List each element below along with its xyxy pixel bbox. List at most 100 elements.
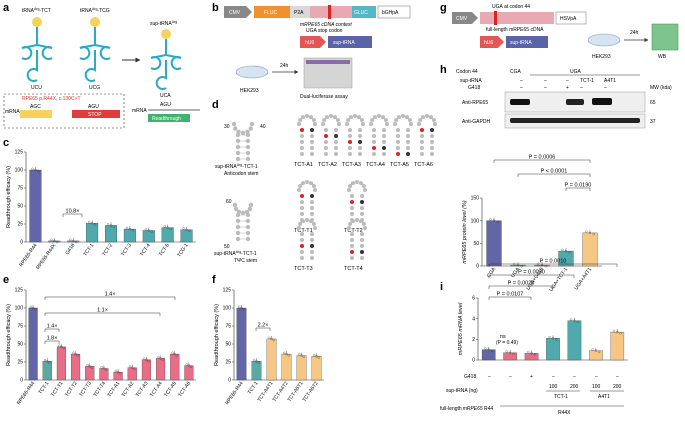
x-tick-label-e: TCT-A5: [163, 381, 178, 399]
variant-tct-a3: TCT-A3: [342, 114, 365, 168]
variant-tct-t1: TCT-T1: [294, 180, 317, 234]
nucleotide: [431, 118, 436, 122]
sup-codon: AGU: [160, 102, 171, 108]
variant-tct-a4: TCT-A4: [366, 114, 389, 168]
bar-f: [251, 361, 262, 381]
x-tick-label-e: TCT-A3: [135, 381, 150, 399]
nucleotide: [406, 146, 410, 150]
x-tick-label-e: TCT-T1: [50, 381, 65, 399]
nucleotide: [373, 115, 377, 120]
nucleotide: [430, 134, 434, 138]
i-g418-value: –: [488, 374, 491, 380]
hsvpa-box: [555, 11, 587, 25]
x-tick-label-e: TCT-A2: [121, 381, 136, 399]
data-point-e: [34, 308, 37, 311]
data-point-f: [268, 336, 271, 339]
variant-label: TCT-A1: [294, 162, 313, 168]
data-point-c: [69, 238, 72, 241]
nucleotide: [301, 219, 305, 224]
bar-c: [180, 229, 193, 243]
nucleotide: [394, 118, 399, 122]
nucleotide: [420, 134, 424, 138]
x-tick-label-h: UGA+A4T1: [573, 267, 593, 292]
nucleotide: [245, 138, 251, 144]
nucleotide: [355, 218, 359, 222]
data-point-c: [93, 223, 97, 226]
mutation-site: [372, 146, 376, 150]
x-tick-label-c: TCT-3: [120, 243, 133, 258]
ns-label: ns: [500, 334, 506, 340]
nucleotide: [235, 144, 241, 150]
x-tick-label-e: TCT-A4: [149, 381, 164, 399]
codon-mut: AGU: [88, 104, 99, 110]
nucleotide: [382, 152, 386, 156]
num-50: 50: [224, 244, 230, 250]
data-point-c: [106, 223, 110, 226]
nucleotide: [235, 218, 241, 224]
data-point-c: [50, 238, 53, 241]
num-60: 60: [226, 199, 232, 205]
nucleotide: [360, 206, 364, 210]
uga-codon-label: UGA at codon 44: [492, 4, 530, 10]
data-point-e: [114, 369, 118, 373]
data-point-i: [551, 337, 555, 340]
variant-label: TCT-T3: [294, 266, 313, 272]
panel-d: d sup-tRNAArg-TCT-1 Anticodon stem sup-t…: [212, 99, 437, 272]
data-point-f: [272, 339, 275, 342]
nucleotide: [311, 118, 316, 122]
x-tick-label-c: RPE65-R44: [18, 243, 38, 268]
nucleotide: [300, 200, 304, 204]
data-point-f: [313, 353, 316, 357]
data-point-i: [487, 348, 490, 351]
data-point-c: [37, 170, 40, 173]
fold-bracket-c: [62, 213, 83, 217]
data-point-f: [315, 355, 318, 358]
y-axis-label-f: Readthrough efficacy (%): [214, 304, 220, 366]
cmv-text: CMV: [229, 10, 241, 16]
nucleotide: [297, 188, 301, 192]
nucleotide: [245, 144, 251, 150]
p2a-box: [290, 6, 310, 18]
fluc-text: FLUC: [264, 10, 277, 16]
data-point-h: [489, 218, 492, 221]
data-point-i: [591, 348, 594, 351]
data-point-h: [564, 249, 568, 253]
nucleotide: [383, 118, 388, 122]
band1-mw: 65: [650, 100, 656, 106]
x-tick-label-e: TCT-1: [38, 381, 51, 396]
p-bracket-h-2: [517, 173, 591, 177]
nucleotide: [310, 140, 314, 144]
readthrough-label: Readthrough: [152, 116, 181, 122]
time-g: 24h: [630, 30, 639, 36]
y-tick-label-i: 0: [472, 358, 475, 364]
nucleotide: [310, 200, 314, 204]
nucleotide: [396, 128, 400, 132]
y-tick-label-i: 4: [472, 316, 475, 322]
nucleotide: [359, 181, 363, 186]
nucleotide: [393, 122, 397, 126]
panel-e-label: e: [3, 274, 9, 286]
x-tick-label-c: TCT-1: [82, 243, 95, 258]
data-point-i: [505, 350, 508, 353]
nucleotide: [300, 212, 304, 216]
i-r44x-label: R44X: [558, 410, 571, 416]
data-point-i: [490, 349, 494, 353]
nucleotide: [409, 122, 413, 126]
y-tick-label-f: 75: [225, 324, 231, 330]
variant-label: TCT-A3: [342, 162, 361, 168]
bar-i: [481, 349, 496, 361]
variant-label: TCT-T2: [344, 228, 363, 234]
nucleotide: [245, 150, 251, 156]
bar-c: [161, 227, 174, 243]
nucleotide: [311, 222, 316, 226]
y-tick-label-f: 100: [223, 306, 232, 312]
data-point-e: [161, 358, 164, 361]
fold-bracket-e-2: [44, 312, 161, 316]
data-point-f: [285, 352, 288, 356]
nucleotide: [298, 222, 303, 226]
nucleotide: [361, 184, 366, 188]
cells-g: HEK293: [592, 54, 611, 60]
i-r44-label: R44: [484, 406, 493, 412]
h-sup-value: A4T1: [604, 78, 616, 84]
